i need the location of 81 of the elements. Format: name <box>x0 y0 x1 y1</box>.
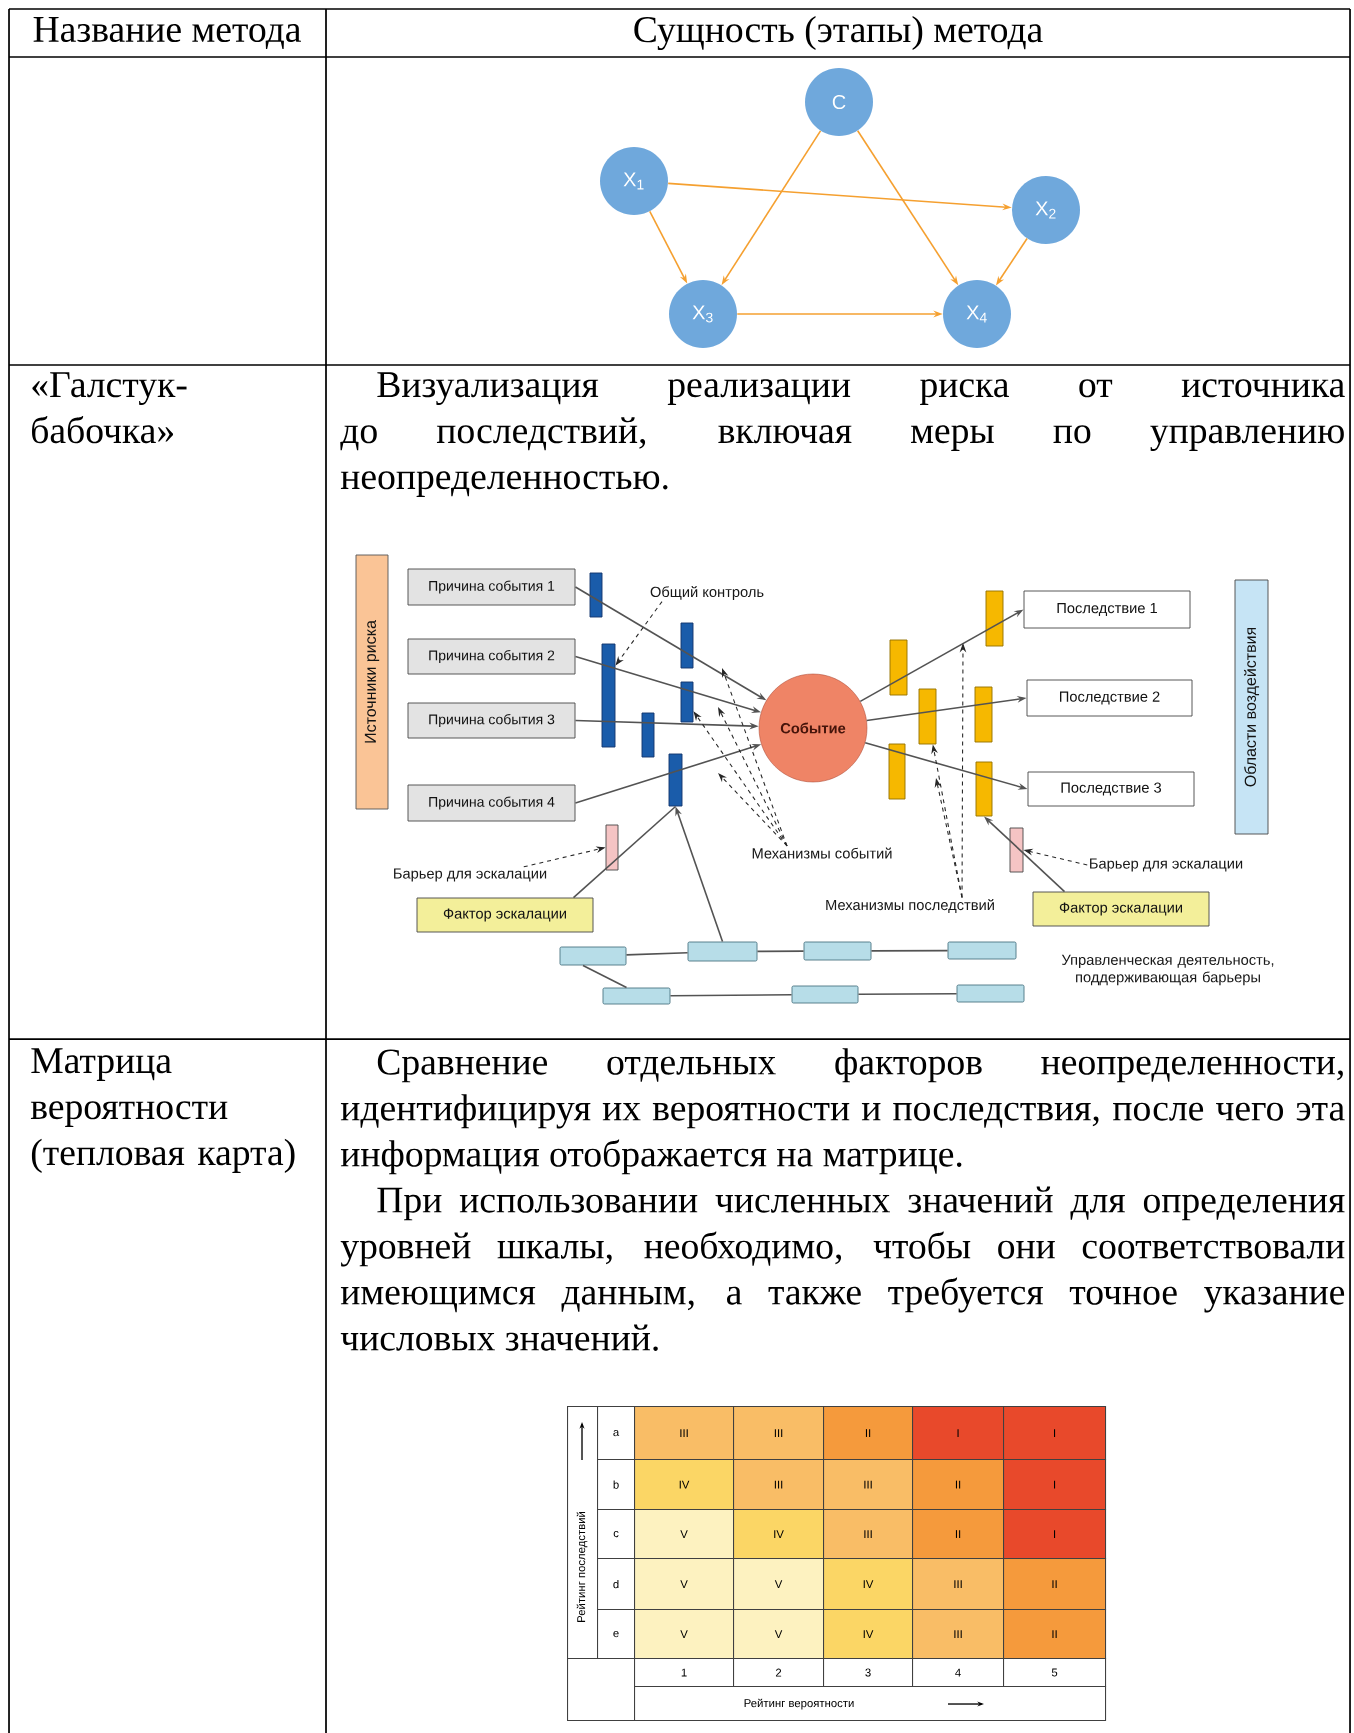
description-text: При использовании численных значений для определения уровней шкалы, необходимо, чтобы они соответствовали имеющимся данным, а также требуется точное указание числовых значений. <box>340 1186 1345 1351</box>
connector-line <box>625 951 689 956</box>
description-text: Сравнение отдельных факторов неопределенности, идентифицируя их вероятности и последствия, после чего эта информация отображается на матрице. <box>340 1048 1345 1175</box>
activity-box <box>956 984 1025 1003</box>
matrix-cell: III <box>912 1558 1005 1611</box>
barrier-bar <box>888 743 906 800</box>
annotation-text: Общий контроль <box>650 586 764 600</box>
matrix-cell: III <box>634 1406 735 1461</box>
cause-box: Причина события 4 <box>407 784 576 822</box>
sources-band: Источники риска <box>355 554 389 810</box>
escalation-factor-box: Фактор эскалации <box>1032 891 1210 927</box>
barrier-bar <box>601 643 616 748</box>
escalation-barrier-bar <box>1009 827 1024 873</box>
connector-line <box>582 964 628 989</box>
escalation-barrier-bar <box>605 824 619 871</box>
matrix-cell: I <box>1003 1459 1107 1511</box>
barrier-bar <box>918 688 937 745</box>
annotation-text: Барьер для эскалации <box>1090 858 1243 872</box>
escalation-factor-box: Фактор эскалации <box>416 897 594 933</box>
matrix-cell: II <box>1003 1609 1107 1660</box>
description-text: Визуализация реализации риска от источника до последствий, включая меры по управлению неопределенностью. <box>340 372 1345 497</box>
connector-line <box>857 992 958 996</box>
matrix-cell: V <box>733 1558 825 1611</box>
activity-box <box>947 941 1017 960</box>
column-header: Сущность (этапы) метода <box>634 15 1043 51</box>
leader-arrow <box>718 707 788 847</box>
matrix-cell: III <box>823 1459 914 1511</box>
barrier-bar <box>985 590 1004 647</box>
activity-box <box>687 941 758 962</box>
barrier-bar <box>668 753 683 807</box>
matrix-cell: IV <box>823 1609 914 1660</box>
matrix-cell: III <box>733 1459 825 1511</box>
barrier-bar <box>589 572 603 618</box>
column-header: Название метода <box>33 17 301 49</box>
matrix-cell: II <box>823 1406 914 1461</box>
leader-arrow <box>718 773 788 847</box>
annotation-text: Механизмы событий <box>752 847 892 859</box>
matrix-cell: III <box>912 1609 1005 1660</box>
barrier-bar <box>889 639 908 696</box>
connector-line <box>572 805 677 899</box>
cause-box: Причина события 1 <box>407 568 576 606</box>
matrix-cell: V <box>634 1558 735 1611</box>
matrix-cell: II <box>912 1459 1005 1511</box>
annotation-text: Механизмы последствий <box>826 899 994 913</box>
consequence-box: Последствие 1 <box>1023 590 1191 629</box>
matrix-cell: IV <box>634 1459 735 1511</box>
cause-box: Причина события 2 <box>407 638 576 675</box>
activity-box <box>602 987 671 1005</box>
barrier-bar <box>680 622 694 669</box>
activity-box <box>803 941 872 961</box>
connector-line <box>669 994 793 997</box>
matrix-cell: V <box>634 1509 735 1560</box>
matrix-cell: II <box>912 1509 1005 1560</box>
matrix-cell: I <box>912 1406 1005 1461</box>
annotation-text: Управленческая деятельность, поддерживающая барьеры <box>1061 954 1274 986</box>
impact-areas-band: Области воздействия <box>1234 579 1269 835</box>
matrix-cell: III <box>733 1406 825 1461</box>
matrix-cell: I <box>1003 1406 1107 1461</box>
matrix-cell: IV <box>733 1509 825 1560</box>
method-name: Матрица вероятности (тепловая карта) <box>30 1048 295 1173</box>
activity-box <box>559 946 627 966</box>
annotation-text: Барьер для эскалации <box>394 868 547 882</box>
matrix-cell: III <box>823 1509 914 1560</box>
matrix-cell: IV <box>823 1558 914 1611</box>
barrier-bar <box>975 761 993 817</box>
axis-label: Рейтинг вероятности <box>744 1698 854 1710</box>
connector-line <box>870 949 949 952</box>
matrix-cell: I <box>1003 1509 1107 1560</box>
method-name: «Галстук-бабочка» <box>32 372 187 444</box>
matrix-cell: V <box>733 1609 825 1660</box>
axis-label: Рейтинг последствий <box>576 1511 588 1622</box>
connector-line <box>756 950 805 953</box>
barrier-bar <box>680 681 694 723</box>
cause-box: Причина события 3 <box>407 702 576 739</box>
matrix-cell: II <box>1003 1558 1107 1611</box>
consequence-box: Последствие 2 <box>1026 679 1193 717</box>
activity-box <box>791 985 859 1004</box>
barrier-bar <box>641 712 655 758</box>
matrix-cell: V <box>634 1609 735 1660</box>
consequence-box: Последствие 3 <box>1027 771 1195 807</box>
barrier-bar <box>974 686 993 743</box>
